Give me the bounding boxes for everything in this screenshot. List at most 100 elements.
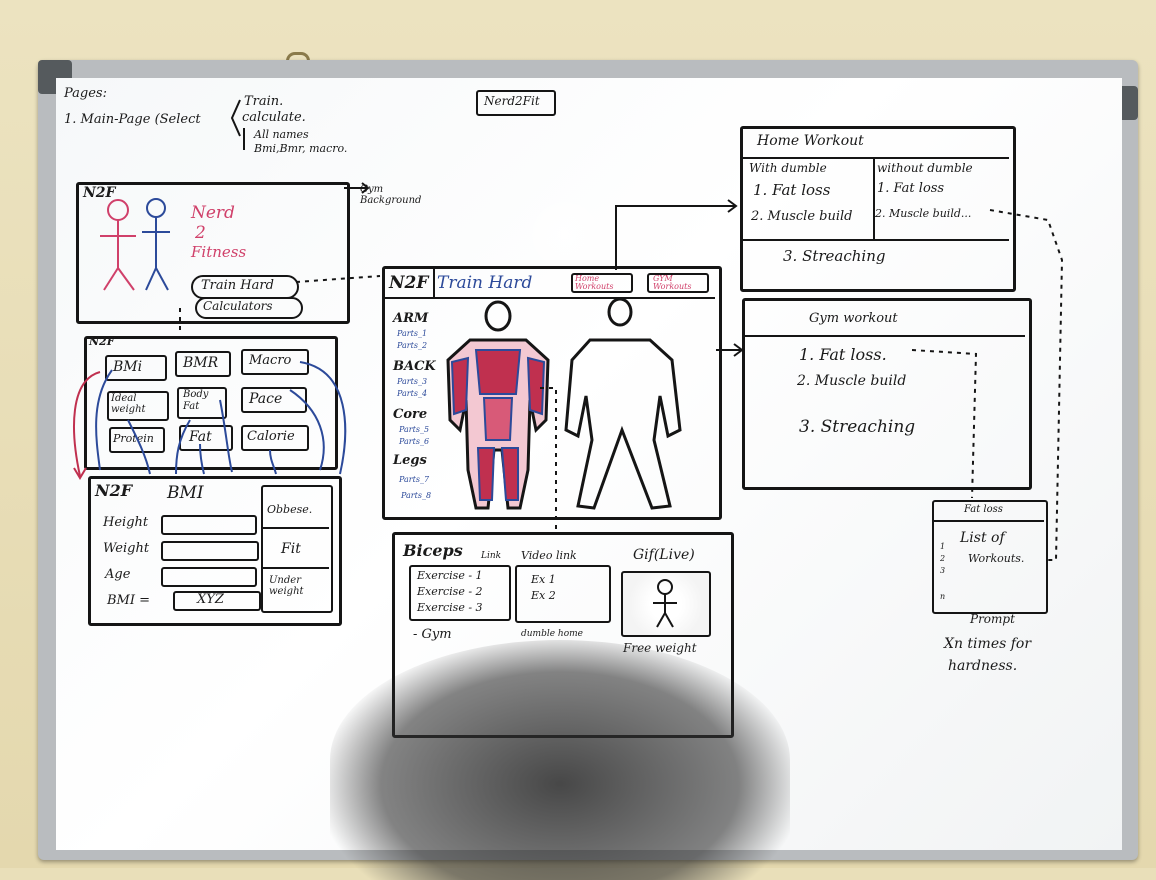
section-part[interactable]: Parts_1 <box>397 329 428 338</box>
pages-branch-calculate: calculate. <box>242 110 306 125</box>
tab-gym-workouts[interactable]: GYM Workouts <box>647 273 709 293</box>
fat-loss-page-sketch: Fat loss 1 2 3 n List of Workouts. <box>932 500 1048 614</box>
biceps-footer-home: dumble home <box>521 629 583 639</box>
fat-loss-footer: Prompt <box>970 612 1015 626</box>
calc-item-protein[interactable]: Protein <box>109 427 165 453</box>
calculator-menu-sketch: N2F BMi BMR Macro Ideal weight Body Fat … <box>84 335 338 470</box>
calc-item-fat[interactable]: Fat <box>179 425 233 451</box>
gym-workout-page-sketch: Gym workout 1. Fat loss. 2. Muscle build… <box>742 298 1032 490</box>
title-box: Nerd2Fit <box>476 90 556 116</box>
pages-line1: 1. Main-Page (Select <box>64 112 201 127</box>
video-item[interactable]: Ex 2 <box>531 589 556 602</box>
gym-item2[interactable]: 2. Muscle build <box>797 373 907 389</box>
calc-item-macro[interactable]: Macro <box>241 349 309 375</box>
fat-loss-num: n <box>940 592 946 601</box>
home-workout-title: Home Workout <box>757 133 864 149</box>
gym-workout-title: Gym workout <box>809 311 898 326</box>
calc-item-label: Macro <box>249 353 292 368</box>
body-outline-icon <box>564 297 682 510</box>
main-title-line1: Nerd <box>191 203 235 223</box>
biceps-video-list: Ex 1 Ex 2 <box>515 565 611 623</box>
calc-logo: N2F <box>89 335 115 348</box>
calc-item-ideal-weight[interactable]: Ideal weight <box>107 391 169 421</box>
section-part[interactable]: Parts_4 <box>397 389 428 398</box>
main-title-line2: 2 <box>195 223 206 243</box>
bmi-age-input[interactable] <box>161 567 257 587</box>
fat-loss-title: Fat loss <box>964 504 1003 515</box>
home-col1-item2[interactable]: 2. Muscle build <box>751 209 853 224</box>
biceps-gif-frame[interactable] <box>621 571 711 637</box>
fat-loss-num: 3 <box>940 566 946 575</box>
gym-item3[interactable]: 3. Streaching <box>799 417 916 437</box>
home-col1-header: With dumble <box>749 161 827 175</box>
calc-item-label: Protein <box>113 432 154 445</box>
home-col2-item2[interactable]: 2. Muscle build... <box>875 207 972 220</box>
main-logo: N2F <box>83 185 116 201</box>
calc-item-pace[interactable]: Pace <box>241 387 307 413</box>
biceps-exercise-list: Exercise - 1 Exercise - 2 Exercise - 3 <box>409 565 511 621</box>
exercise-item[interactable]: Exercise - 2 <box>417 585 483 598</box>
fat-loss-num: 1 <box>940 542 946 551</box>
fat-loss-body-line2: Workouts. <box>968 552 1025 565</box>
fat-loss-note-line1: Xn times for <box>944 636 1032 652</box>
bmi-result-box: XYZ <box>173 591 261 611</box>
section-core[interactable]: Core <box>393 407 428 422</box>
calc-item-body-fat[interactable]: Body Fat <box>177 387 227 419</box>
calc-item-calorie[interactable]: Calorie <box>241 425 309 451</box>
section-arm[interactable]: ARM <box>393 311 429 326</box>
section-back[interactable]: BACK <box>393 359 436 374</box>
bmi-weight-input[interactable] <box>161 541 259 561</box>
biceps-col-link: Link <box>481 551 502 561</box>
gym-item1[interactable]: 1. Fat loss. <box>799 345 887 364</box>
stick-figure-blue-icon <box>142 198 170 291</box>
section-part[interactable]: Parts_7 <box>399 475 430 484</box>
stick-figure-icon <box>653 579 677 628</box>
bmi-logo: N2F <box>95 481 133 500</box>
tab-home-workouts[interactable]: Home Workouts <box>571 273 633 293</box>
fat-loss-note-line2: hardness. <box>948 658 1018 674</box>
biceps-col-gif: Gif(Live) <box>633 547 695 563</box>
exercise-item[interactable]: Exercise - 1 <box>417 569 483 582</box>
calc-item-bmi[interactable]: BMi <box>105 355 167 381</box>
main-page-sketch: N2F Nerd 2 Fitness Train Hard Calculator… <box>76 182 350 324</box>
bmi-category-obese: Obbese. <box>267 503 313 516</box>
pages-branch-allnames: All names <box>254 128 309 141</box>
train-logo: N2F <box>389 273 429 293</box>
home-col2-item1[interactable]: 1. Fat loss <box>877 181 945 196</box>
bmi-height-input[interactable] <box>161 515 257 535</box>
video-item[interactable]: Ex 1 <box>531 573 556 586</box>
train-hard-page-sketch: N2F Train Hard Home Workouts GYM Workout… <box>382 266 722 520</box>
calc-item-label: Body Fat <box>183 389 209 412</box>
section-part[interactable]: Parts_8 <box>401 491 432 500</box>
bmi-category-underweight: Under weight <box>269 575 304 597</box>
home-workout-page-sketch: Home Workout With dumble without dumble … <box>740 126 1016 292</box>
exercise-item[interactable]: Exercise - 3 <box>417 601 483 614</box>
home-col1-item1[interactable]: 1. Fat loss <box>753 181 831 199</box>
bmi-category-fit: Fit <box>281 541 301 557</box>
section-part[interactable]: Parts_6 <box>399 437 430 446</box>
gym-background-note: Gym Background <box>360 184 422 206</box>
calc-item-label: Ideal weight <box>111 393 146 415</box>
calc-item-label: Calorie <box>247 429 295 444</box>
hand-shadow <box>330 640 790 880</box>
calc-item-label: BMR <box>183 355 219 371</box>
pages-heading: Pages: <box>64 86 107 101</box>
section-legs[interactable]: Legs <box>393 453 427 468</box>
section-part[interactable]: Parts_3 <box>397 377 428 386</box>
calculators-button[interactable]: Calculators <box>195 297 303 319</box>
light-glare <box>520 190 610 280</box>
bmi-field-label-age: Age <box>105 567 131 582</box>
bmi-page-sketch: N2F BMI Height Weight Age BMI = XYZ Obbe… <box>88 476 342 626</box>
calc-item-label: BMi <box>113 359 143 375</box>
section-part[interactable]: Parts_2 <box>397 341 428 350</box>
calc-item-label: Fat <box>189 429 212 445</box>
section-part[interactable]: Parts_5 <box>399 425 430 434</box>
biceps-footer-gym: - Gym <box>413 627 452 642</box>
calculators-label: Calculators <box>203 299 273 313</box>
fat-loss-num: 2 <box>940 554 946 563</box>
home-item3[interactable]: 3. Streaching <box>783 247 886 265</box>
calc-item-bmr[interactable]: BMR <box>175 351 231 377</box>
tab-gym-label: GYM Workouts <box>653 274 692 291</box>
bmi-title: BMI <box>167 483 204 503</box>
